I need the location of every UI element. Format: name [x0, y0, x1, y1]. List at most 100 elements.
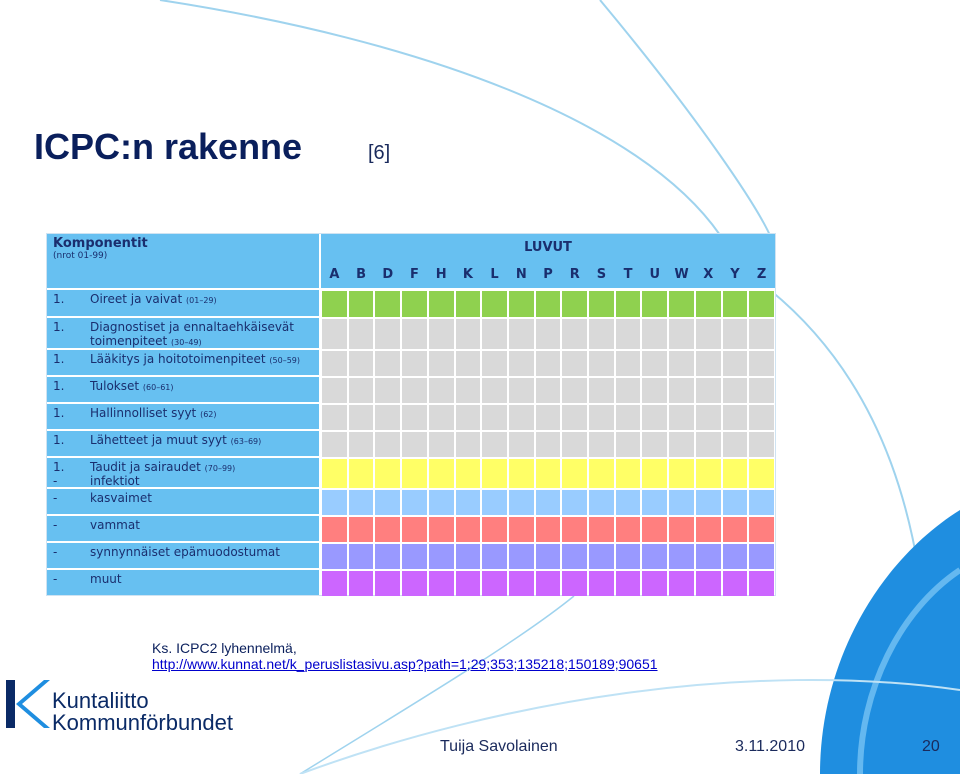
grid-cell	[402, 490, 427, 515]
component-name: vammat	[90, 518, 140, 532]
grid-cell	[322, 291, 347, 317]
grid-cell	[508, 544, 534, 569]
grid-cell	[508, 291, 534, 317]
grid-cell	[589, 319, 614, 349]
grid-cell	[348, 459, 374, 488]
component-range: (30–49)	[171, 338, 202, 347]
grid-cell	[535, 517, 561, 542]
grid-cell	[508, 432, 534, 457]
components-header-title: Komponentit	[53, 236, 148, 251]
grid-cell	[589, 459, 614, 488]
grid-cell	[562, 571, 588, 596]
grid-cell	[535, 544, 561, 569]
component-name: Taudit ja sairaudet	[90, 460, 201, 474]
grid-cell	[455, 378, 481, 403]
grid-cell	[402, 432, 427, 457]
grid-cell	[695, 571, 721, 596]
grid-cell	[695, 351, 721, 376]
grid-cell	[535, 378, 561, 403]
grid-cell	[589, 405, 614, 430]
grid-cell	[375, 319, 401, 349]
grid-cell	[562, 291, 588, 317]
grid-cell	[669, 571, 694, 596]
grid-cell	[562, 544, 588, 569]
grid-cell	[642, 490, 668, 515]
component-row-number: -	[53, 491, 58, 505]
grid-cell	[562, 405, 588, 430]
components-header-subtitle: (nrot 01-99)	[53, 251, 108, 261]
grid-cell	[589, 378, 614, 403]
chapter-letter: A	[329, 267, 340, 282]
grid-cell	[722, 459, 748, 488]
component-row-text: kasvaimet	[90, 491, 315, 505]
grid-cell	[535, 490, 561, 515]
grid-cell	[482, 319, 507, 349]
chapters-header-title: LUVUT	[524, 240, 572, 255]
grid-cell	[375, 378, 401, 403]
chapter-letter: B	[356, 267, 366, 282]
components-header: Komponentit (nrot 01-99)	[47, 234, 319, 288]
component-row-cells	[321, 404, 775, 431]
grid-cell	[722, 405, 748, 430]
component-row-number: -	[53, 572, 58, 586]
grid-cell	[615, 490, 641, 515]
grid-cell	[642, 517, 668, 542]
kuntaliitto-logo-icon	[6, 680, 50, 728]
component-row-text: Tulokset (60–61)	[90, 379, 315, 395]
grid-cell	[455, 291, 481, 317]
component-row-number: 1.	[53, 460, 65, 474]
grid-cell	[482, 544, 507, 569]
grid-cell	[508, 405, 534, 430]
grid-cell	[562, 432, 588, 457]
grid-cell	[695, 490, 721, 515]
component-row-number: 1.	[53, 379, 65, 393]
component-row-cells	[321, 290, 775, 318]
grid-cell	[642, 378, 668, 403]
component-row-cells	[321, 431, 775, 458]
chapter-letter: X	[703, 267, 714, 282]
component-row-label: 1.Oireet ja vaivat (01–29)	[47, 290, 319, 316]
grid-cell	[669, 432, 694, 457]
grid-cell	[482, 432, 507, 457]
grid-cell	[562, 319, 588, 349]
grid-cell	[749, 319, 774, 349]
component-row-number: 1.	[53, 292, 65, 306]
component-row-label: 1. Tulokset (60–61)	[47, 377, 319, 402]
grid-cell	[428, 459, 454, 488]
grid-cell	[642, 432, 668, 457]
grid-cell	[402, 351, 427, 376]
grid-cell	[482, 351, 507, 376]
grid-cell	[589, 490, 614, 515]
caption-link[interactable]: http://www.kunnat.net/k_peruslistasivu.a…	[152, 656, 658, 672]
grid-cell	[428, 490, 454, 515]
grid-cell	[455, 490, 481, 515]
grid-cell	[695, 291, 721, 317]
grid-cell	[749, 544, 774, 569]
grid-cell	[348, 378, 374, 403]
grid-cell	[749, 490, 774, 515]
grid-cell	[322, 405, 347, 430]
grid-cell	[322, 544, 347, 569]
grid-cell	[615, 571, 641, 596]
grid-cell	[482, 291, 507, 317]
footer-page-number: 20	[922, 738, 940, 755]
component-row-label: 1.Lääkitys ja hoitotoimenpiteet (50–59)	[47, 350, 319, 375]
chapter-letter: W	[674, 267, 689, 282]
grid-cell	[642, 319, 668, 349]
component-name: Hallinnolliset syyt	[90, 406, 197, 420]
component-row-cells	[321, 458, 775, 489]
component-row-text: Taudit ja sairaudet (70–99)	[90, 460, 315, 476]
component-row-text: vammat	[90, 518, 315, 532]
chapter-letter: S	[596, 267, 607, 282]
component-range: (50–59)	[269, 356, 301, 365]
component-row-label: 1.Hallinnolliset syyt (62)	[47, 404, 319, 429]
component-row-cells	[321, 570, 775, 597]
grid-cell	[749, 517, 774, 542]
component-row-cells	[321, 516, 775, 543]
grid-cell	[669, 490, 694, 515]
grid-cell	[642, 405, 668, 430]
grid-cell	[402, 378, 427, 403]
component-range: (70–99)	[204, 464, 236, 473]
grid-cell	[589, 517, 614, 542]
grid-cell	[348, 571, 374, 596]
